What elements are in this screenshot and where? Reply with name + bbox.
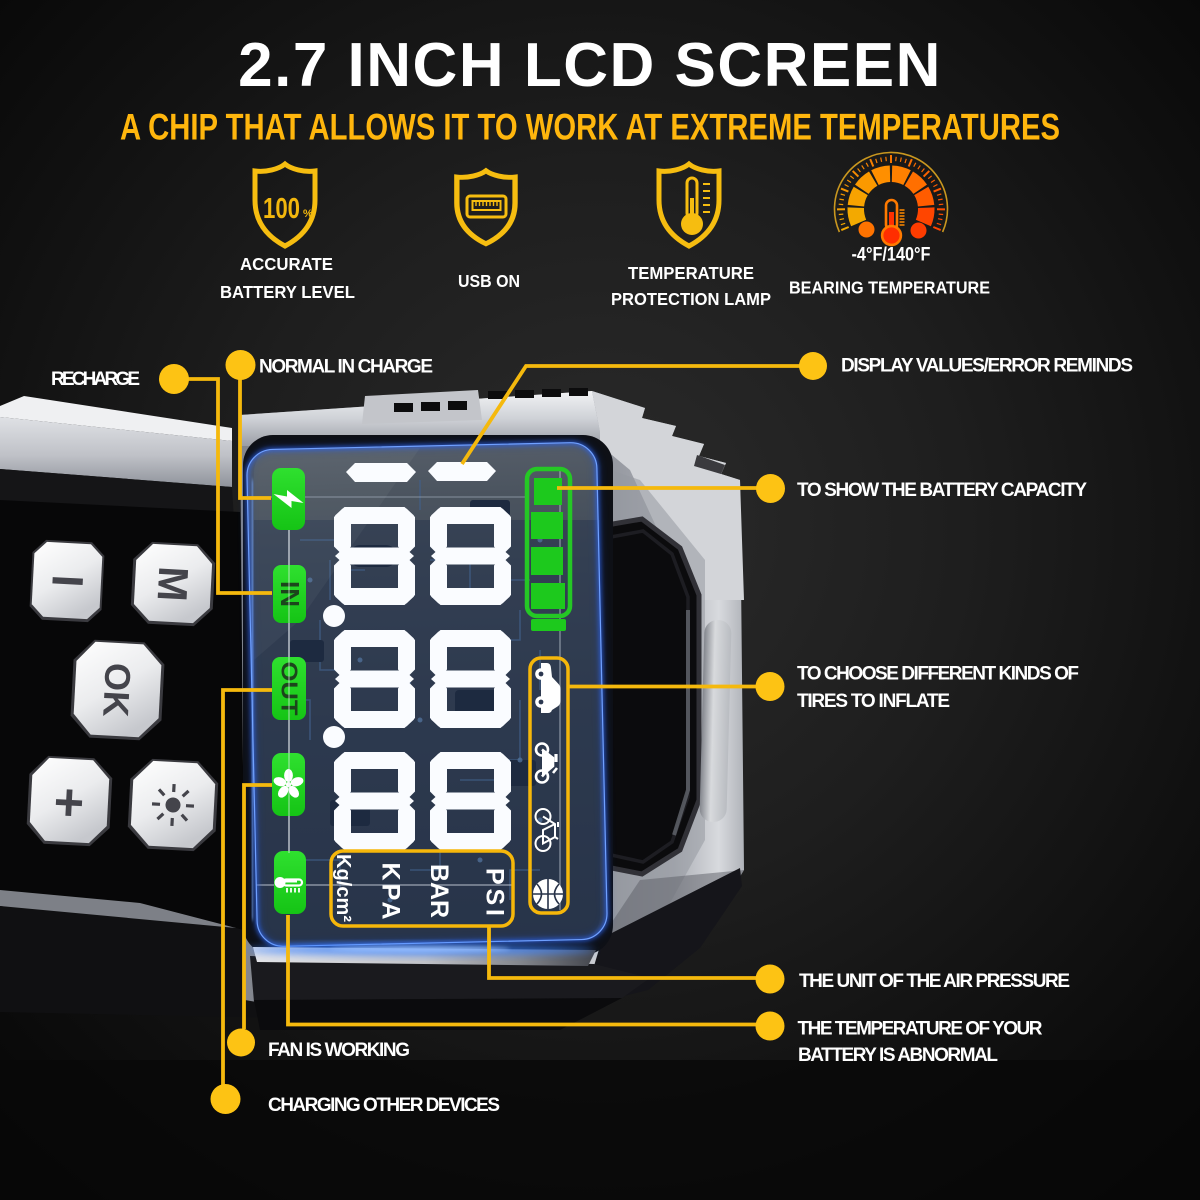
svg-text:BAR: BAR: [425, 864, 453, 918]
svg-text:BEARING TEMPERATURE: BEARING TEMPERATURE: [789, 278, 990, 298]
svg-text:BATTERY IS ABNORMAL: BATTERY IS ABNORMAL: [798, 1045, 998, 1066]
svg-text:TO CHOOSE DIFFERENT KINDS OF: TO CHOOSE DIFFERENT KINDS OF: [797, 664, 1079, 685]
svg-text:THE UNIT OF THE AIR PRESSURE: THE UNIT OF THE AIR PRESSURE: [799, 971, 1070, 992]
svg-text:THE TEMPERATURE OF YOUR: THE TEMPERATURE OF YOUR: [798, 1019, 1043, 1040]
svg-text:PROTECTION LAMP: PROTECTION LAMP: [611, 289, 771, 309]
svg-text:RECHARGE: RECHARGE: [51, 369, 140, 390]
svg-text:BATTERY LEVEL: BATTERY LEVEL: [220, 282, 355, 302]
svg-text:M: M: [149, 565, 198, 602]
svg-text:ACCURATE: ACCURATE: [240, 254, 333, 274]
svg-text:I: I: [42, 574, 92, 589]
svg-text:A CHIP THAT ALLOWS IT TO WORK: A CHIP THAT ALLOWS IT TO WORK AT EXTREME…: [120, 107, 1060, 148]
svg-text:-4°F/140°F: -4°F/140°F: [852, 245, 931, 266]
svg-text:Kg/cm²: Kg/cm²: [332, 854, 354, 922]
svg-text:IN: IN: [275, 581, 305, 607]
svg-text:+: +: [52, 773, 85, 833]
svg-text:OK: OK: [95, 662, 139, 718]
svg-text:TIRES TO INFLATE: TIRES TO INFLATE: [797, 691, 950, 712]
svg-text:2.7 INCH LCD SCREEN: 2.7 INCH LCD SCREEN: [238, 31, 942, 100]
svg-text:PSI: PSI: [481, 868, 509, 916]
svg-text:KPA: KPA: [377, 863, 405, 920]
svg-text:FAN IS WORKING: FAN IS WORKING: [268, 1040, 410, 1061]
svg-text:USB ON: USB ON: [458, 271, 520, 291]
svg-text:TEMPERATURE: TEMPERATURE: [628, 263, 754, 283]
svg-text:CHARGING OTHER DEVICES: CHARGING OTHER DEVICES: [268, 1095, 500, 1116]
svg-text:%: %: [303, 208, 313, 220]
svg-text:DISPLAY VALUES/ERROR REMINDS: DISPLAY VALUES/ERROR REMINDS: [841, 356, 1133, 377]
svg-text:TO SHOW THE BATTERY CAPACITY: TO SHOW THE BATTERY CAPACITY: [797, 480, 1087, 501]
svg-text:100: 100: [263, 193, 300, 225]
svg-text:NORMAL IN CHARGE: NORMAL IN CHARGE: [259, 357, 433, 378]
